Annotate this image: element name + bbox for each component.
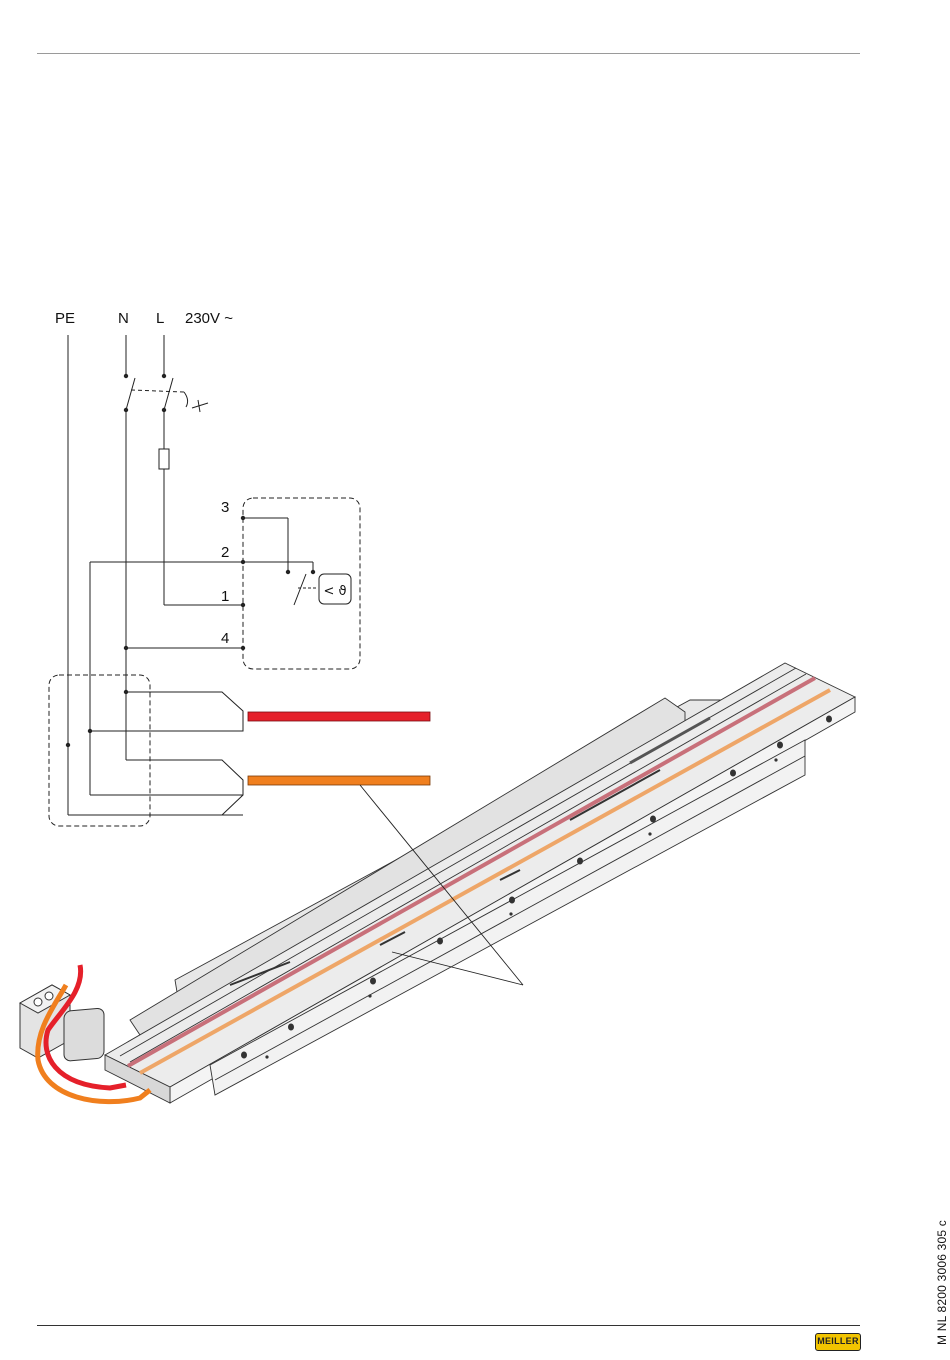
bed-cable-orange: [140, 690, 830, 1073]
terminal-2-label: 2: [221, 544, 229, 561]
terminal-1-label: 1: [221, 588, 229, 605]
heating-cable-red: [248, 712, 430, 721]
pe-label: PE: [55, 310, 75, 327]
fuse-symbol: [159, 449, 169, 469]
n-label: N: [118, 310, 129, 327]
bed-cable-red: [128, 678, 815, 1066]
voltage-label: 230V ~: [185, 310, 233, 327]
junction-dots: [66, 374, 315, 747]
document-code: M NL 8200 3006 305 c: [935, 1220, 949, 1345]
terminal-3-label: 3: [221, 499, 229, 516]
meiller-logo: MEILLER: [815, 1333, 861, 1351]
junction-box-enclosure: [49, 675, 150, 826]
heating-cable-orange: [248, 776, 430, 785]
thermostat-symbol: < ϑ: [323, 584, 346, 599]
wiring-diagram: PE N L 230V ~: [0, 0, 950, 1330]
terminal-4-label: 4: [221, 630, 229, 647]
footer-rule: [37, 1325, 860, 1326]
schematic-wires: [68, 335, 316, 815]
l-label: L: [156, 310, 164, 327]
